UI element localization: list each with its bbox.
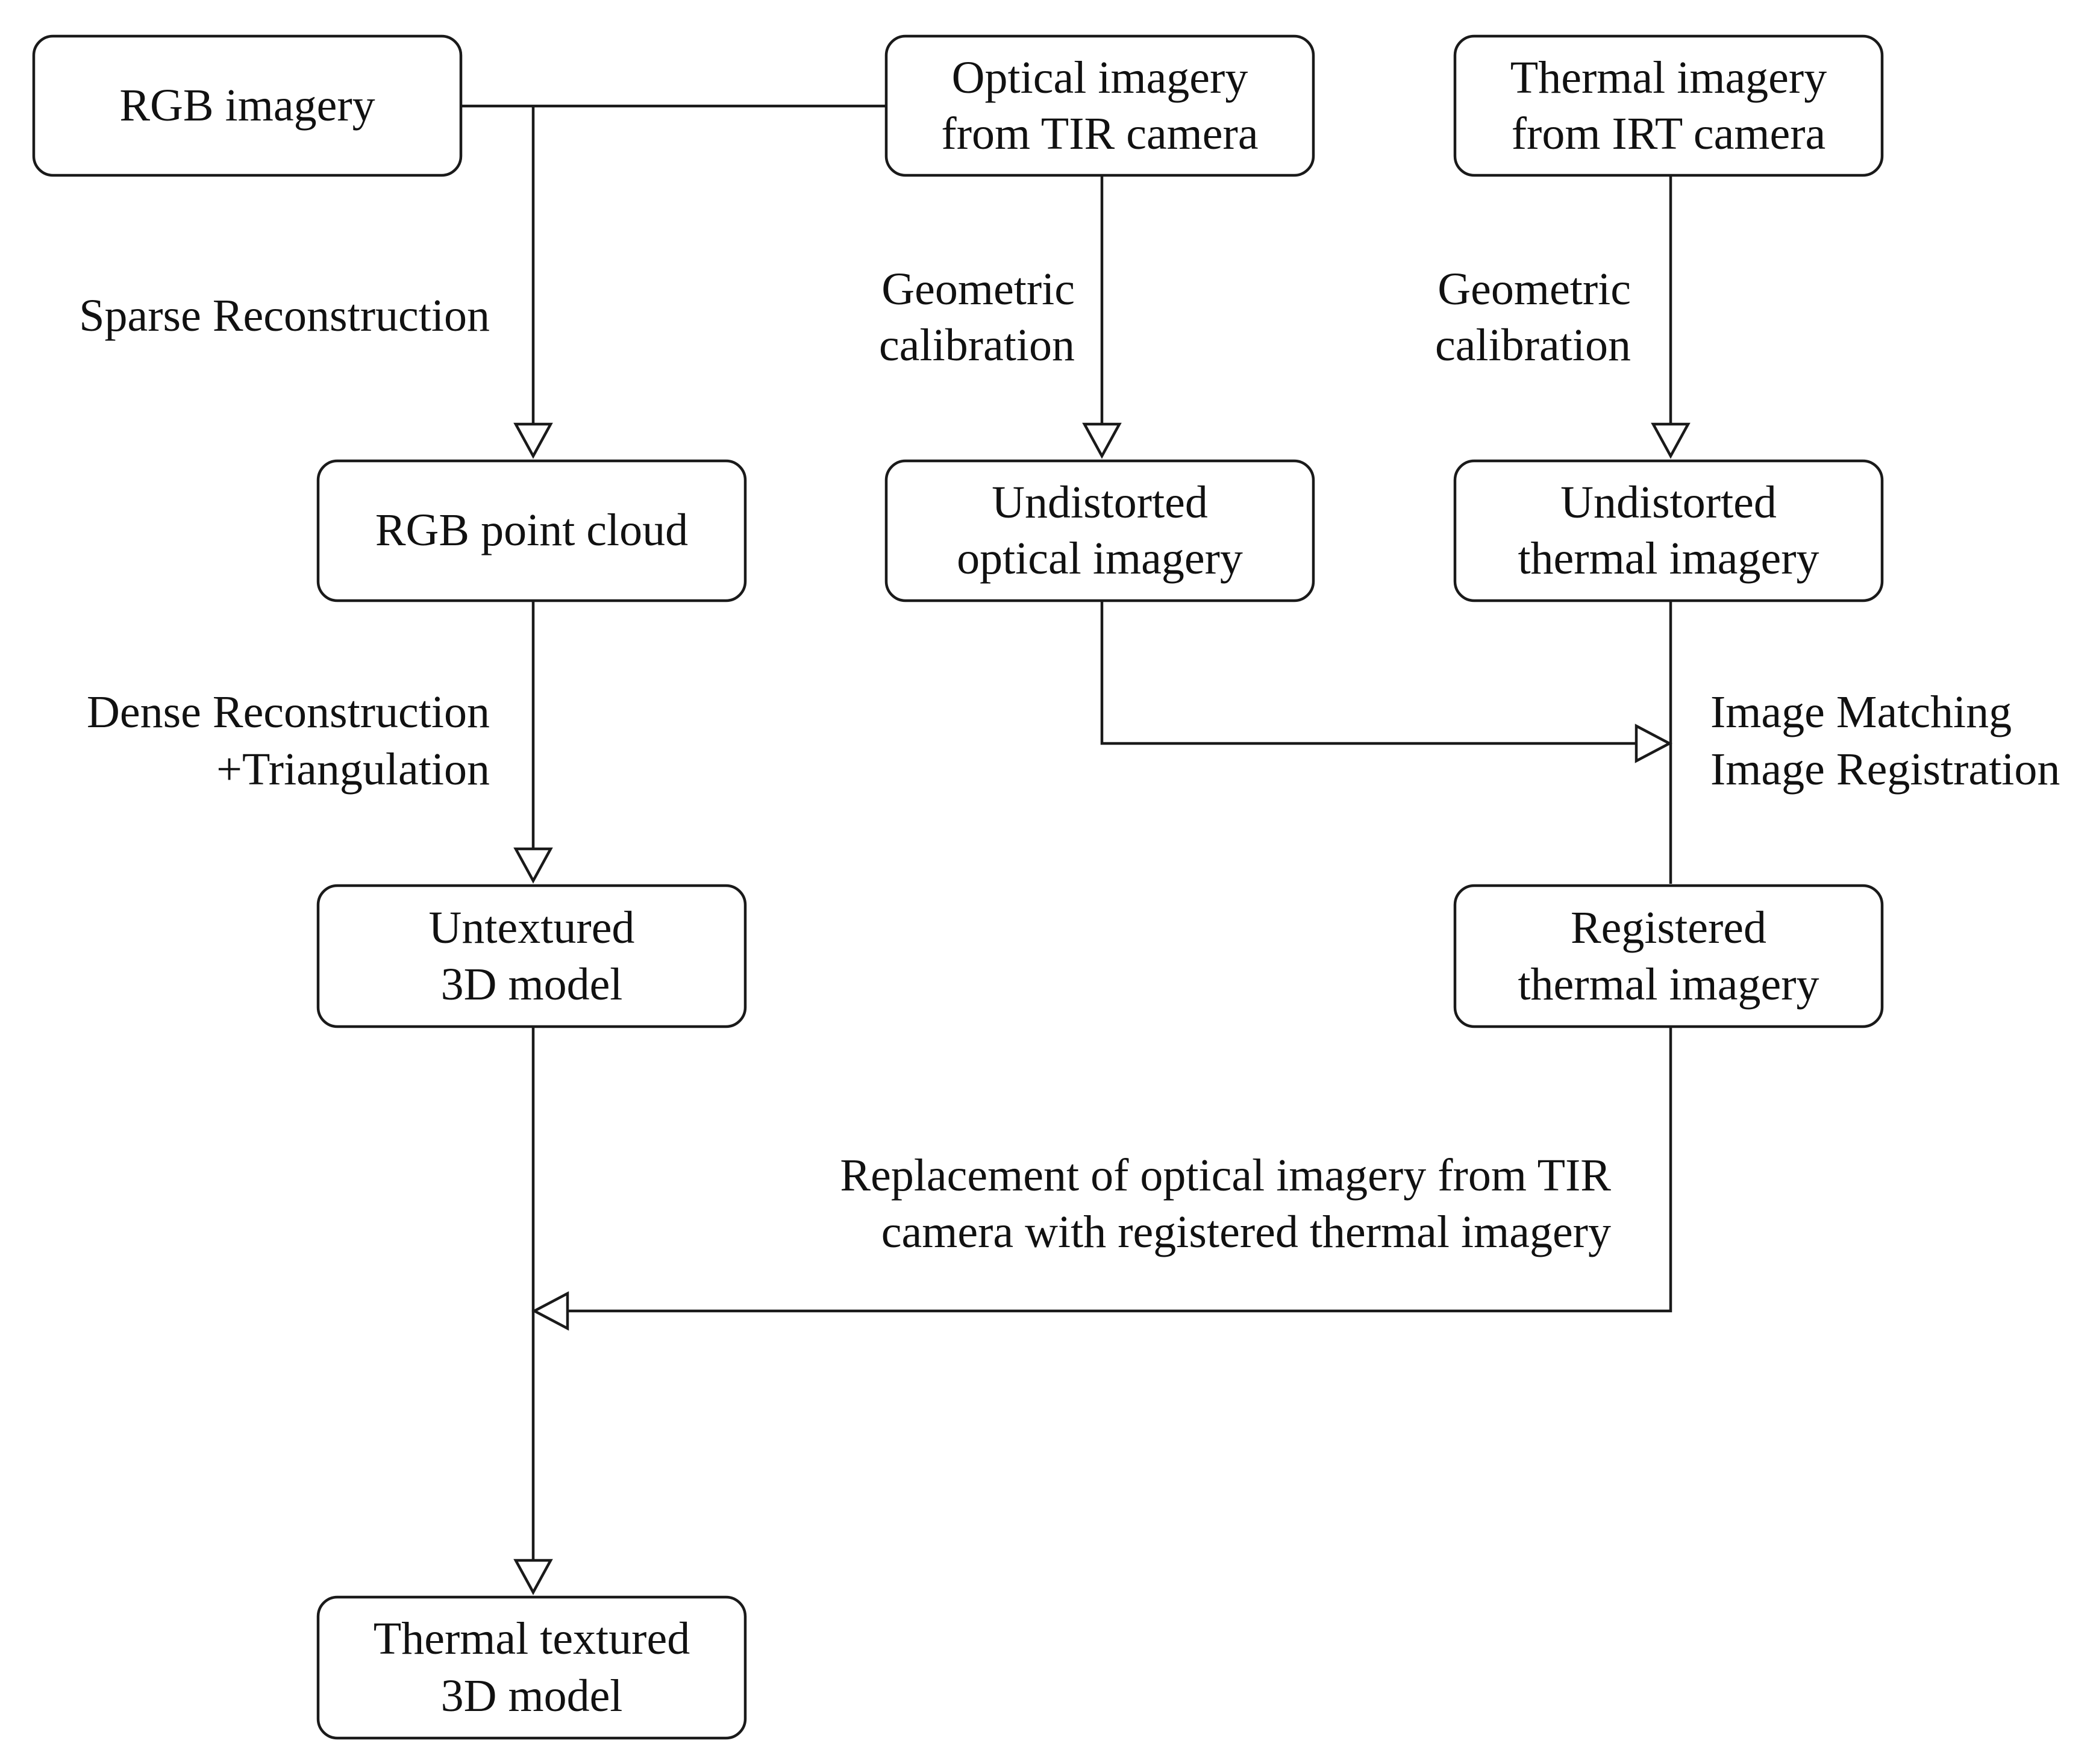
edge-label-geometric-calibration-thermal-line1: Geometric — [1437, 264, 1631, 314]
edge-label-geometric-calibration-optical-line1: Geometric — [881, 264, 1075, 314]
node-optical-imagery-tir-line1: Optical imagery — [952, 52, 1248, 103]
node-undistorted-optical-line2: optical imagery — [957, 533, 1243, 584]
node-undistorted-optical-line1: Undistorted — [992, 477, 1208, 528]
edge-label-geometric-calibration-optical-line2: calibration — [879, 320, 1075, 371]
arrowhead-pointcloud — [513, 422, 553, 459]
node-thermal-imagery-irt-line1: Thermal imagery — [1510, 52, 1827, 103]
edge-label-replacement: Replacement of optical imagery from TIR … — [840, 1150, 1611, 1257]
node-thermal-textured-model-line1: Thermal textured — [374, 1613, 690, 1664]
node-optical-imagery-tir-line2: from TIR camera — [941, 108, 1258, 159]
edge-label-image-matching-line1: Image Matching — [1710, 687, 2012, 737]
edge-label-replacement-line1: Replacement of optical imagery from TIR — [840, 1150, 1611, 1201]
node-undistorted-thermal: Undistorted thermal imagery — [1453, 459, 1884, 602]
node-undistorted-optical: Undistorted optical imagery — [884, 459, 1315, 602]
edge-label-geometric-calibration-thermal: Geometric calibration — [1435, 264, 1631, 371]
node-untextured-model-line2: 3D model — [441, 959, 623, 1010]
node-rgb-imagery: RGB imagery — [32, 34, 463, 177]
edge-label-geometric-calibration-thermal-line2: calibration — [1435, 320, 1631, 371]
node-rgb-point-cloud: RGB point cloud — [316, 459, 747, 602]
edge-label-dense-reconstruction: Dense Reconstruction +Triangulation — [87, 687, 490, 795]
node-registered-thermal-line2: thermal imagery — [1518, 959, 1819, 1010]
edge-label-dense-reconstruction-line1: Dense Reconstruction — [87, 687, 490, 737]
node-untextured-model-line1: Untextured — [429, 902, 635, 953]
node-optical-imagery-tir: Optical imagery from TIR camera — [884, 34, 1315, 177]
edge-label-sparse-reconstruction-line1: Sparse Reconstruction — [79, 290, 490, 341]
node-thermal-textured-model: Thermal textured 3D model — [316, 1595, 747, 1740]
edge-label-image-matching: Image Matching Image Registration — [1710, 687, 2060, 795]
edge-label-geometric-calibration-optical: Geometric calibration — [879, 264, 1075, 371]
node-rgb-point-cloud-label: RGB point cloud — [375, 505, 688, 555]
arrowhead-matching — [1634, 724, 1672, 763]
node-registered-thermal-line1: Registered — [1571, 902, 1766, 953]
arrowheads — [513, 422, 1691, 1595]
arrowhead-thermal-textured — [513, 1559, 553, 1595]
arrowhead-undistorted-thermal — [1651, 422, 1691, 459]
arrowhead-undistorted-optical — [1082, 422, 1122, 459]
edge-label-replacement-line2: camera with registered thermal imagery — [881, 1207, 1611, 1257]
node-thermal-imagery-irt: Thermal imagery from IRT camera — [1453, 34, 1884, 177]
edge-label-image-matching-line2: Image Registration — [1710, 744, 2060, 795]
node-rgb-imagery-label: RGB imagery — [119, 80, 375, 131]
edge-rgb-to-pointcloud — [461, 104, 886, 424]
edge-label-sparse-reconstruction: Sparse Reconstruction — [79, 290, 490, 341]
edge-registered-to-replacement — [566, 1027, 1672, 1313]
node-thermal-imagery-irt-line2: from IRT camera — [1512, 108, 1826, 159]
node-registered-thermal: Registered thermal imagery — [1453, 884, 1884, 1028]
edge-undistorted-optical-to-matching — [1100, 601, 1638, 745]
node-untextured-model: Untextured 3D model — [316, 884, 747, 1028]
arrowhead-replacement — [531, 1291, 569, 1331]
node-thermal-textured-model-line2: 3D model — [441, 1671, 623, 1721]
node-undistorted-thermal-line2: thermal imagery — [1518, 533, 1819, 584]
edge-label-dense-reconstruction-line2: +Triangulation — [216, 744, 490, 795]
connectors — [461, 104, 1672, 1560]
node-undistorted-thermal-line1: Undistorted — [1560, 477, 1777, 528]
arrowhead-untextured — [513, 847, 553, 884]
